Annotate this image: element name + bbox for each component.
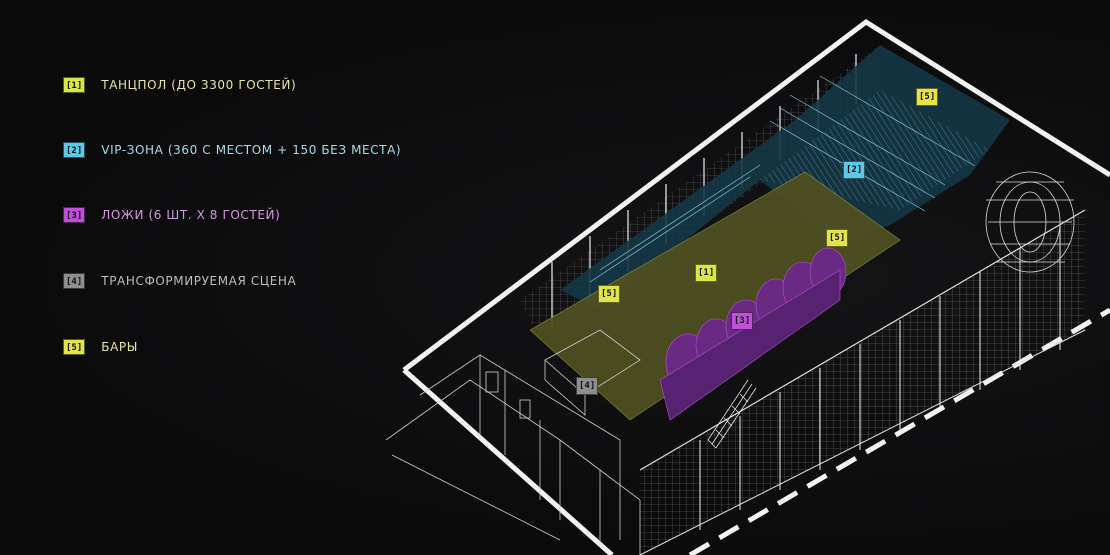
plan-badge-bar-top: [5] <box>916 88 939 106</box>
plan-badge-vip: [2] <box>843 161 866 179</box>
plan-badge-stage: [4] <box>576 377 599 395</box>
legend-item-dancefloor: [1] ТАНЦПОЛ (ДО 3300 ГОСТЕЙ) <box>63 74 296 96</box>
plan-badge-bar-left: [5] <box>598 285 621 303</box>
vip-zone <box>560 45 1010 310</box>
stairs <box>707 379 757 449</box>
ground-structure <box>385 354 641 555</box>
plan-badge-bar-right: [5] <box>826 229 849 247</box>
legend-badge-bars: [5] <box>63 339 86 355</box>
building-outline <box>402 18 1110 555</box>
plan-badge-dancefloor: [1] <box>695 264 718 282</box>
legend-label-bars: БАРЫ <box>101 340 138 354</box>
legend-badge-dancefloor: [1] <box>63 77 86 93</box>
legend-item-boxes: [3] ЛОЖИ (6 ШТ. Х 8 ГОСТЕЙ) <box>63 204 280 226</box>
legend-badge-boxes: [3] <box>63 207 86 223</box>
cylinder-lattice <box>985 171 1075 273</box>
legend-label-dancefloor: ТАНЦПОЛ (ДО 3300 ГОСТЕЙ) <box>101 78 297 92</box>
plan-badge-boxes: [3] <box>731 312 754 330</box>
legend-item-vip: [2] VIP-ЗОНА (360 С МЕСТОМ + 150 БЕЗ МЕС… <box>63 139 401 161</box>
legend-badge-vip: [2] <box>63 142 86 158</box>
legend-item-stage: [4] ТРАНСФОРМИРУЕМАЯ СЦЕНА <box>63 270 296 292</box>
legend-label-boxes: ЛОЖИ (6 ШТ. Х 8 ГОСТЕЙ) <box>101 208 281 222</box>
boxes-zone <box>659 247 847 421</box>
legend-label-stage: ТРАНСФОРМИРУЕМАЯ СЦЕНА <box>101 274 297 288</box>
legend-badge-stage: [4] <box>63 273 86 289</box>
legend-label-vip: VIP-ЗОНА (360 С МЕСТОМ + 150 БЕЗ МЕСТА) <box>101 143 402 157</box>
legend-item-bars: [5] БАРЫ <box>63 336 138 358</box>
stage-area <box>544 329 641 416</box>
